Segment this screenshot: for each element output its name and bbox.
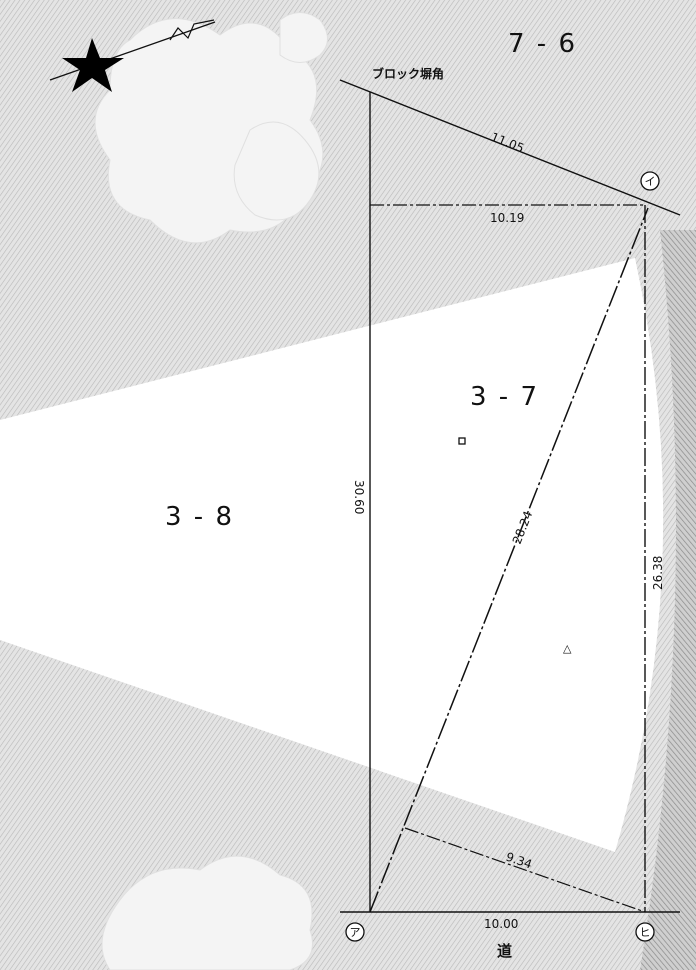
point-top-right-label: イ [645, 175, 656, 188]
lot-number-left: 3 - 8 [165, 502, 234, 532]
lot-outline [339, 79, 681, 913]
point-bottom-right-label: ヒ [640, 926, 651, 939]
lot-number-upper: 7 - 6 [508, 29, 577, 59]
lot-number-main: 3 - 7 [470, 382, 539, 412]
white-fan [0, 258, 664, 852]
dim-right-edge: 26.38 [651, 556, 665, 590]
top-boundary-line [339, 79, 681, 216]
right-dark-band [640, 230, 696, 970]
small-triangle-mark: △ [563, 642, 572, 655]
point-bottom-left: ア [345, 922, 365, 942]
dim-bottom-edge: 10.00 [484, 917, 518, 931]
dim-top-offset: 10.19 [490, 211, 524, 225]
lower-offset-line [404, 827, 646, 913]
dim-left-edge: 30.60 [352, 480, 366, 514]
block-corner-label: ブロック塀角 [372, 66, 444, 81]
point-top-right: イ [640, 171, 660, 191]
diagonal-line [369, 207, 649, 913]
compass-star-icon [49, 19, 216, 92]
point-bottom-left-label: ア [350, 926, 361, 939]
benchmark-mark [458, 437, 466, 445]
crest-bottom-motif [101, 855, 313, 970]
crest-top-motif [94, 12, 328, 244]
point-bottom-right: ヒ [635, 922, 655, 942]
road-label: 道 [497, 942, 512, 960]
